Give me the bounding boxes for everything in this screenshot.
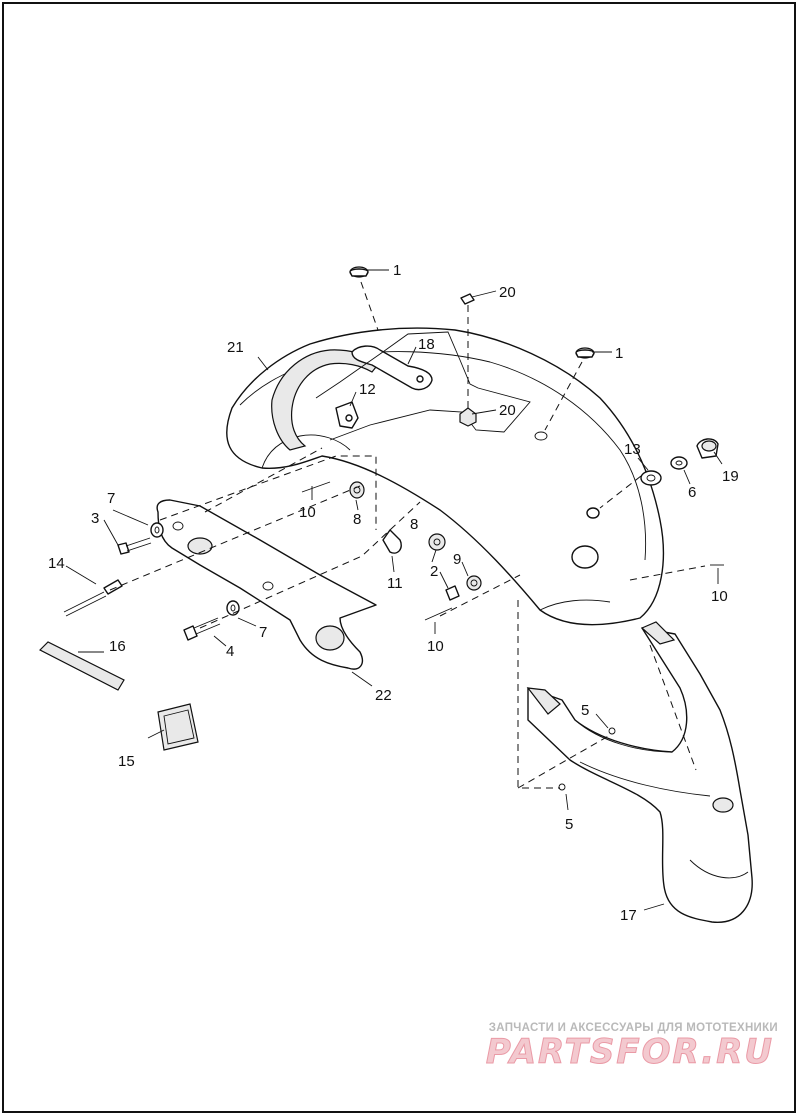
- callout-14: 14: [48, 555, 65, 572]
- stud: [63, 579, 123, 617]
- spacer: [349, 481, 365, 499]
- callout-12: 12: [359, 381, 376, 398]
- screw: [445, 585, 460, 601]
- washer: [150, 522, 164, 538]
- callout-7: 7: [259, 624, 267, 641]
- nut: [466, 575, 482, 591]
- callout-10: 10: [427, 638, 444, 655]
- callout-4: 4: [226, 643, 234, 660]
- plug: [575, 347, 595, 359]
- callout-8: 8: [353, 511, 361, 528]
- callout-11: 11: [387, 575, 403, 592]
- callout-10: 10: [711, 588, 728, 605]
- callout-15: 15: [118, 753, 135, 770]
- spacer: [428, 533, 446, 551]
- callout-6: 6: [688, 484, 696, 501]
- bracket: [382, 529, 402, 554]
- callout-20: 20: [499, 284, 516, 301]
- callout-9: 9: [453, 551, 461, 568]
- callout-5: 5: [581, 702, 589, 719]
- reflector-bar: [38, 641, 125, 691]
- washer: [670, 456, 688, 470]
- callout-22: 22: [375, 687, 392, 704]
- leader-lines: [65, 269, 723, 911]
- callout-1: 1: [615, 345, 623, 362]
- pin: [301, 481, 331, 493]
- callout-13: 13: [624, 441, 641, 458]
- callout-20: 20: [499, 402, 516, 419]
- watermark-tagline: ЗАПЧАСТИ И АКСЕССУАРЫ ДЛЯ МОТОТЕХНИКИ: [488, 1022, 778, 1034]
- fender-extension: [526, 621, 753, 923]
- plug: [349, 266, 369, 278]
- callout-10: 10: [299, 504, 316, 521]
- clip: [335, 401, 359, 429]
- washer: [640, 470, 662, 486]
- callout-16: 16: [109, 638, 126, 655]
- callout-21: 21: [227, 339, 244, 356]
- callout-2: 2: [430, 563, 438, 580]
- acorn-nut: [696, 438, 719, 459]
- callout-7: 7: [107, 490, 115, 507]
- callout-labels: 1 1 20 20 21 18 12 13 6 19 7 3 14 7 4 16…: [48, 262, 739, 924]
- callout-1: 1: [393, 262, 401, 279]
- fender-support-rail: [156, 499, 377, 670]
- callout-3: 3: [91, 510, 99, 527]
- screw: [117, 537, 152, 555]
- watermark-logo: PARTSFOR.RU: [485, 1032, 774, 1073]
- callout-19: 19: [722, 468, 739, 485]
- callout-8: 8: [410, 516, 418, 533]
- reflector: [157, 703, 199, 751]
- assembly-lines: [109, 281, 706, 789]
- callout-5: 5: [565, 816, 573, 833]
- pin: [424, 607, 453, 621]
- rear-fender: [226, 327, 665, 626]
- screw: [183, 617, 221, 641]
- callout-18: 18: [418, 336, 435, 353]
- wire-bracket: [315, 331, 531, 441]
- nut-clip: [460, 293, 475, 305]
- callout-17: 17: [620, 907, 637, 924]
